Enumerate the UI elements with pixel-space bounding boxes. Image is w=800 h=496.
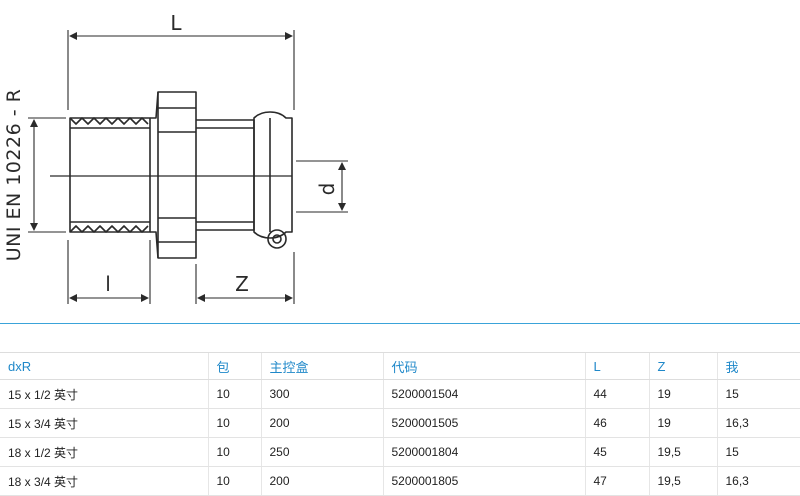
cell-master-box: 200 [260, 408, 383, 438]
cell-L: 44 [584, 379, 649, 409]
press-bead-outline [253, 111, 293, 239]
cell-l: 16,3 [716, 466, 800, 496]
cell-size: 18 x 3/4 英寸 [0, 466, 208, 496]
table-header-row: dxR 包 主控盒 代码 L Z 我 [0, 352, 800, 380]
cell-code: 5200001805 [382, 466, 585, 496]
cell-l: 16,3 [716, 408, 800, 438]
cell-l: 15 [716, 379, 800, 409]
o-ring-circle [267, 229, 287, 249]
dimension-label-Z: Z [235, 272, 249, 296]
cell-pack: 10 [207, 408, 261, 438]
cell-l: 15 [716, 437, 800, 467]
table-row: 15 x 3/4 英寸 10 200 5200001505 46 19 16,3 [0, 408, 800, 438]
cell-code: 5200001505 [382, 408, 585, 438]
cell-L: 47 [584, 466, 649, 496]
thread-profile-top [69, 117, 149, 125]
cell-master-box: 200 [260, 466, 383, 496]
press-body-outline [196, 119, 255, 231]
table-row: 18 x 3/4 英寸 10 200 5200001805 47 19,5 16… [0, 466, 800, 496]
product-table: dxR 包 主控盒 代码 L Z 我 15 x 1/2 英寸 10 300 52… [0, 352, 800, 496]
cell-Z: 19 [648, 408, 717, 438]
cell-code: 5200001804 [382, 437, 585, 467]
cell-Z: 19,5 [648, 437, 717, 467]
standard-label: UNI EN 10226 - R [3, 89, 25, 262]
hex-nut-outline [150, 91, 197, 259]
column-header-Z: Z [648, 352, 717, 380]
cell-pack: 10 [207, 466, 261, 496]
cell-pack: 10 [207, 437, 261, 467]
dimension-label-d: d [315, 183, 339, 196]
thread-profile-bottom [69, 225, 149, 233]
section-divider [0, 323, 800, 324]
column-header-size: dxR [0, 352, 208, 380]
fitting-drawing-svg: L l Z d UNI EN 10226 - R [3, 11, 348, 304]
table-row: 18 x 1/2 英寸 10 250 5200001804 45 19,5 15 [0, 437, 800, 467]
threaded-end-outline [69, 117, 151, 233]
cell-master-box: 250 [260, 437, 383, 467]
column-header-L: L [584, 352, 649, 380]
column-header-code: 代码 [382, 352, 585, 380]
cell-size: 15 x 1/2 英寸 [0, 379, 208, 409]
cell-Z: 19 [648, 379, 717, 409]
technical-drawing: L l Z d UNI EN 10226 - R [3, 11, 348, 304]
dimension-label-L: L [170, 11, 182, 35]
cell-pack: 10 [207, 379, 261, 409]
cell-L: 45 [584, 437, 649, 467]
table-row: 15 x 1/2 英寸 10 300 5200001504 44 19 15 [0, 379, 800, 409]
cell-size: 18 x 1/2 英寸 [0, 437, 208, 467]
cell-L: 46 [584, 408, 649, 438]
cell-code: 5200001504 [382, 379, 585, 409]
column-header-pack: 包 [207, 352, 261, 380]
column-header-master-box: 主控盒 [260, 352, 383, 380]
cell-master-box: 300 [260, 379, 383, 409]
cell-size: 15 x 3/4 英寸 [0, 408, 208, 438]
column-header-l: 我 [716, 352, 800, 380]
cell-Z: 19,5 [648, 466, 717, 496]
dimension-label-l: l [105, 272, 111, 296]
